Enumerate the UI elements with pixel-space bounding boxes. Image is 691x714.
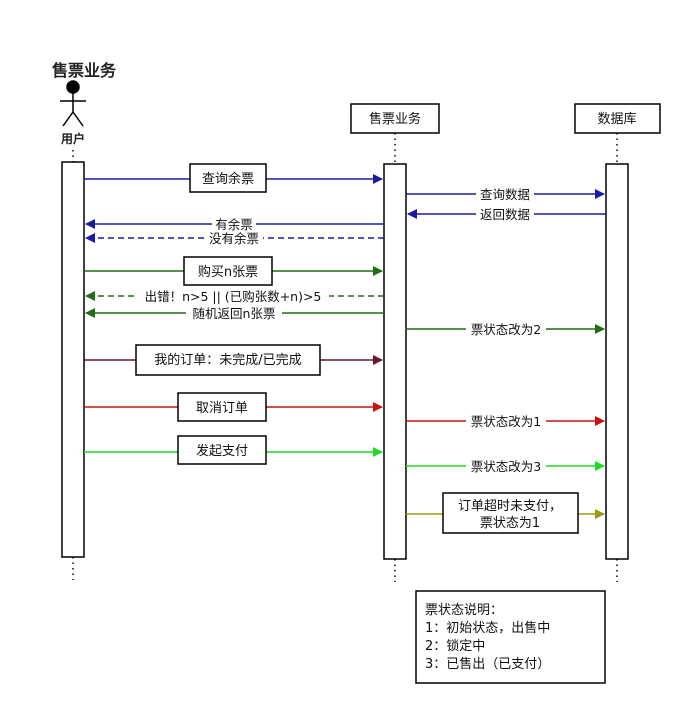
message-return-random-tickets: 随机返回n张票 [85,306,384,321]
message-return-data: 返回数据 [407,207,606,222]
svg-text:返回数据: 返回数据 [480,207,530,222]
message-no-tickets: 没有余票 [85,231,384,246]
svg-text:随机返回n张票: 随机返回n张票 [193,306,276,321]
message-status-to-1: 票状态改为1 [406,414,605,429]
actor-label: 用户 [60,131,85,146]
note-line-3: 3：已售出（已支付） [425,656,550,672]
svg-text:查询数据: 查询数据 [480,187,530,202]
svg-text:票状态改为1: 票状态改为1 [471,414,541,429]
svg-text:票状态改为3: 票状态改为3 [471,459,541,474]
note-line-2: 2：锁定中 [425,638,485,654]
svg-text:有余票: 有余票 [215,217,253,232]
note-title: 票状态说明： [425,603,503,618]
lifelines [72,133,618,582]
participant-service: 售票业务 [350,103,440,134]
svg-text:票状态为1: 票状态为1 [480,516,540,531]
participant-service-label: 售票业务 [369,111,421,127]
svg-text:发起支付: 发起支付 [196,443,248,459]
user-actor-icon [60,80,86,127]
database-activation-bar [605,163,629,560]
message-start-payment: 发起支付 [84,435,383,465]
service-activation-bar [383,163,407,560]
participant-database-label: 数据库 [597,111,636,127]
diagram-title: 售票业务 [52,61,117,80]
message-status-to-3: 票状态改为3 [406,459,605,474]
svg-text:订单超时未支付，: 订单超时未支付， [458,499,562,514]
svg-text:没有余票: 没有余票 [209,231,259,246]
note-line-1: 1：初始状态，出售中 [425,620,550,636]
svg-text:查询余票: 查询余票 [202,171,254,187]
message-query-data: 查询数据 [406,187,605,202]
svg-text:我的订单：未完成/已完成: 我的订单：未完成/已完成 [154,352,301,368]
svg-text:出错！n>5 || (已购张数+n)>5: 出错！n>5 || (已购张数+n)>5 [145,289,322,304]
message-query-tickets: 查询余票 [84,163,383,193]
participant-database: 数据库 [574,103,661,134]
message-buy-tickets: 购买n张票 [84,256,383,286]
message-error: 出错！n>5 || (已购张数+n)>5 [85,289,384,304]
message-status-to-2: 票状态改为2 [406,322,605,337]
message-cancel-order: 取消订单 [84,392,383,422]
ticket-status-note: 票状态说明： 1：初始状态，出售中 2：锁定中 3：已售出（已支付） [415,590,606,684]
user-activation-bar [61,161,85,558]
svg-text:取消订单: 取消订单 [196,401,248,416]
svg-text:票状态改为2: 票状态改为2 [471,322,541,337]
message-order-timeout: 订单超时未支付， 票状态为1 [406,492,605,534]
message-my-orders: 我的订单：未完成/已完成 [84,344,383,376]
svg-text:购买n张票: 购买n张票 [198,264,258,280]
message-tickets-available: 有余票 [85,217,384,232]
